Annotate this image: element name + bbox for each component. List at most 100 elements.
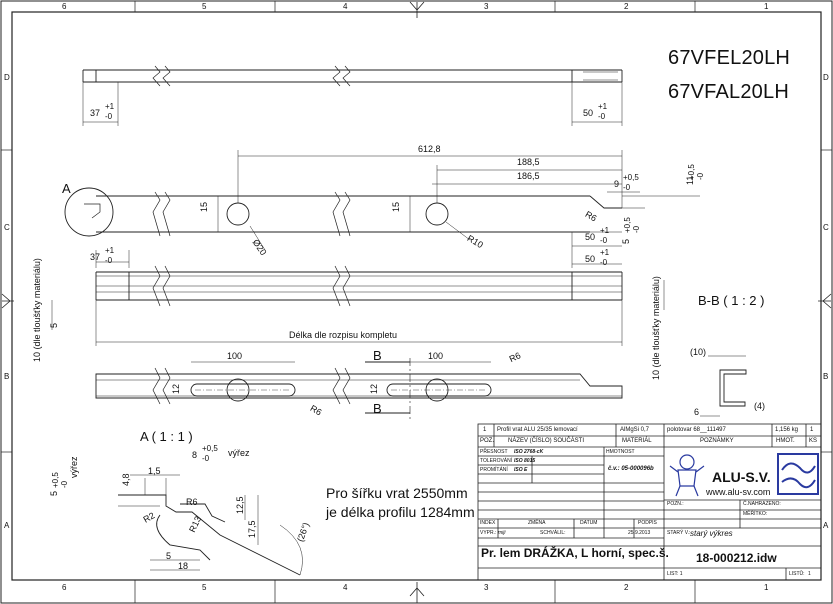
dim-15-right: 15 [391, 201, 401, 212]
dim-5-side: 5 [49, 322, 59, 328]
tb-head-weight: HMOT. [776, 438, 795, 444]
dim-37-side: 37 [90, 252, 101, 262]
tb-schvalil-label: SCHVÁLIL: [540, 530, 566, 536]
tb-podpis: PODPIS [638, 520, 657, 526]
dim-37-side-tol-minus: -0 [105, 256, 113, 265]
detail-a-dim-5-tol-minus: -0 [60, 480, 69, 488]
dim-50-side-tol-minus: -0 [600, 258, 608, 267]
title-block-lines [477, 423, 822, 581]
tb-row-weight: 1,156 kg [775, 427, 799, 433]
grid-col-bottom-6: 6 [62, 583, 67, 592]
dim-5-mid-tol-minus: -0 [632, 225, 641, 233]
tb-drawing-name: Pr. lem DRÁŽKA, L horní, spec.š. [481, 546, 669, 560]
part-number-2: 67VFAL20LH [668, 81, 789, 103]
tb-zmena: ZMĚNA [528, 520, 546, 526]
detail-a-dim-17-5: 17,5 [247, 520, 257, 538]
grid-row-right-d: D [823, 73, 829, 82]
section-bb [700, 355, 747, 417]
dim-top-left-tol-plus: +1 [105, 102, 115, 111]
grid-col-top-6: 6 [62, 2, 67, 11]
detail-a-vyrez-side: výřez [69, 456, 79, 478]
dim-length-label: Délka dle rozpisu kompletu [289, 330, 398, 340]
dim-50-side-tol-plus: +1 [600, 248, 610, 257]
tb-stary-label: STARÝ V.: [667, 530, 691, 536]
dim-11-tol-plus: +0,5 [687, 164, 696, 180]
dim-186-5: 186,5 [517, 171, 540, 181]
dim-612-8: 612,8 [418, 144, 441, 154]
tb-index: INDEX [480, 520, 496, 526]
dim-5-mid-tol-plus: +0,5 [623, 217, 632, 233]
dim-11-tol-minus: -0 [696, 172, 705, 180]
dim-50-mid-tol-plus: +1 [600, 226, 610, 235]
top-view-profile [82, 65, 623, 126]
tb-row-pos: 1 [483, 427, 487, 433]
note-line-1: Pro šířku vrat 2550mm [326, 485, 468, 501]
detail-a-dim-5: 5 [49, 490, 59, 496]
tb-head-name: NÁZEV (ČÍSLO) SOUČÁSTI [508, 438, 585, 444]
tb-promitani-label: PROMÍTÁNÍ [480, 467, 508, 473]
tb-list-label: LIST: 1 [667, 571, 683, 577]
detail-a-dim-5-tol-plus: +0,5 [51, 472, 60, 488]
detail-a-vyrez-top: výřez [228, 448, 250, 458]
grid-col-bottom-5: 5 [202, 583, 207, 592]
detail-a-dim-4-8: 4,8 [121, 473, 131, 486]
dim-top-left: 37 [90, 108, 101, 118]
tb-stary-value: starý výkres [690, 529, 733, 538]
detail-a-dim-18: 18 [178, 561, 189, 571]
dim-37-side-tol-plus: +1 [105, 246, 115, 255]
grid-row-right-b: B [823, 372, 829, 381]
section-marker-top: B [373, 348, 382, 363]
tb-vypracoval-label: VYPR.: [480, 530, 497, 536]
grid-row-right-c: C [823, 223, 829, 232]
grid-col-bottom-4: 4 [343, 583, 348, 592]
tb-company-web: www.alu-sv.com [706, 487, 771, 497]
dim-top-left-tol-minus: -0 [105, 112, 113, 121]
tb-listu-value: 1 [808, 571, 811, 577]
detail-a-view [118, 474, 303, 576]
dim-5-mid: 5 [621, 238, 631, 244]
detail-a-dim-8-tol-minus: -0 [202, 454, 210, 463]
dim-100-right: 100 [428, 351, 444, 361]
grid-col-top-1: 1 [764, 2, 769, 11]
company-logo-mark [777, 453, 819, 495]
tb-promitani-value: ISO E [514, 467, 528, 473]
dim-50-mid-tol-minus: -0 [600, 236, 608, 245]
tb-company-name: ALU-S.V. [712, 469, 771, 485]
tb-row-qty: 1 [810, 427, 814, 433]
tb-tolerovani-label: TOLEROVÁNÍ [480, 458, 513, 464]
detail-a-dim-5b: 5 [166, 551, 172, 561]
dim-12-right: 12 [369, 383, 379, 394]
grid-col-bottom-2: 2 [624, 583, 629, 592]
section-bb-dim-6: 6 [694, 407, 700, 417]
dim-thickness-left: 10 (dle tloušťky materiálu) [32, 258, 42, 362]
tb-head-note: POZNÁMKY [700, 438, 734, 444]
detail-a-r6: R6 [186, 497, 198, 507]
grid-col-top-5: 5 [202, 2, 207, 11]
tb-listu-label: LISTŮ: [789, 571, 805, 577]
detail-a-title: A ( 1 : 1 ) [140, 429, 193, 444]
dim-12-left: 12 [171, 383, 181, 394]
dim-188-5: 188,5 [517, 157, 540, 167]
company-mascot-logo [669, 454, 705, 497]
dim-9: 9 [614, 179, 620, 189]
detail-a-dim-8: 8 [192, 450, 198, 460]
dim-9-tol-minus: -0 [623, 183, 631, 192]
bottom-view-profile [95, 358, 623, 420]
grid-col-top-3: 3 [484, 2, 489, 11]
dim-thickness-right: 10 (dle tloušťky materiálu) [651, 276, 661, 380]
tb-presnost-label: PŘESNOST [480, 449, 508, 455]
dim-top-right-tol-plus: +1 [598, 102, 608, 111]
tb-hmotnost-label: HMOTNOST [606, 449, 635, 455]
dim-50-mid: 50 [585, 232, 596, 242]
dim-top-right-tol-minus: -0 [598, 112, 606, 121]
tb-row-note: polotovar 68__111497 [667, 427, 726, 433]
section-marker-bottom: B [373, 401, 382, 416]
tb-datum: DATUM [580, 520, 598, 526]
section-bb-dim-4: (4) [754, 401, 765, 411]
section-bb-title: B-B ( 1 : 2 ) [698, 293, 765, 308]
tb-head-pos: POZ. [480, 438, 495, 444]
